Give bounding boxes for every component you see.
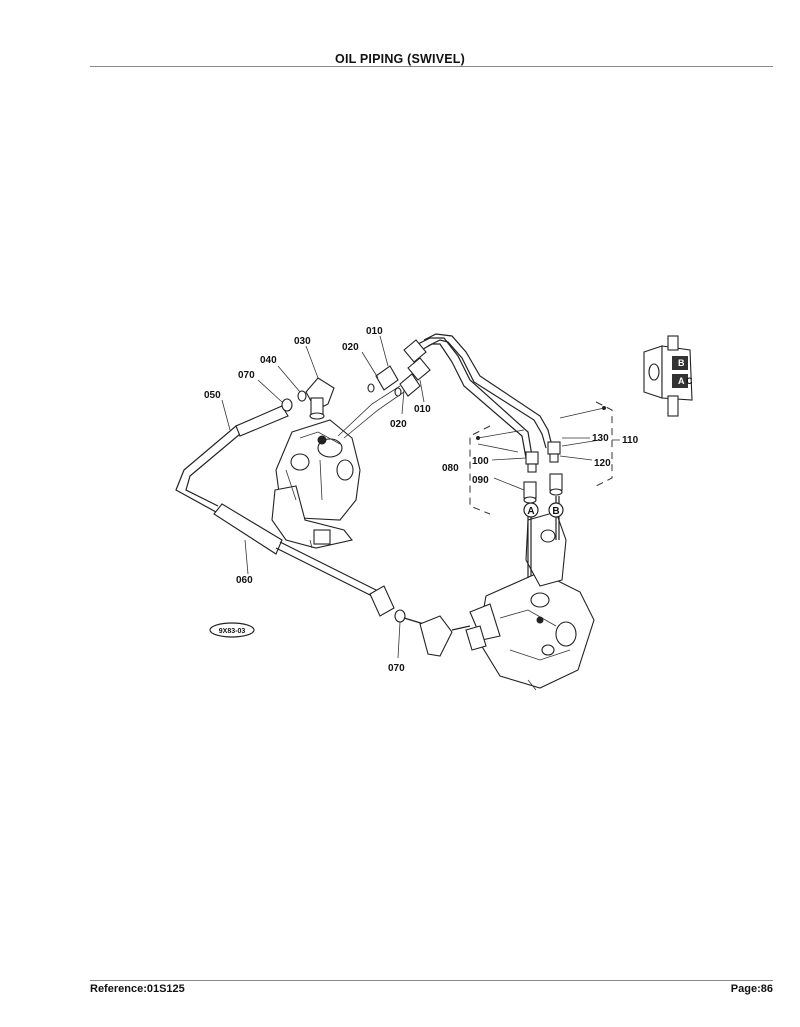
callout-leaders bbox=[221, 335, 620, 659]
hose-050 bbox=[175, 398, 293, 513]
callout-110: 110 bbox=[622, 435, 639, 446]
callout-060: 060 bbox=[236, 575, 253, 586]
port-marker-a: A bbox=[523, 502, 539, 518]
adaptor-100 bbox=[525, 451, 539, 473]
page-title: OIL PIPING (SWIVEL) bbox=[335, 52, 465, 66]
swivel-joint bbox=[271, 419, 361, 549]
footer-page-number: Page:86 bbox=[730, 983, 773, 995]
svg-text:B: B bbox=[552, 506, 559, 517]
callout-070-upper: 070 bbox=[238, 370, 255, 381]
footer-reference: Reference:01S125 bbox=[90, 983, 185, 995]
port-marker-b: B bbox=[548, 502, 564, 518]
svg-text:A: A bbox=[678, 376, 685, 386]
svg-text:A: A bbox=[527, 506, 534, 517]
valve-port-block bbox=[525, 511, 567, 587]
control-valve bbox=[465, 569, 595, 691]
group-bracket-080 bbox=[469, 425, 491, 515]
footer-rule bbox=[90, 980, 773, 981]
callout-080: 080 bbox=[442, 463, 459, 474]
callout-070-lower: 070 bbox=[388, 663, 405, 674]
adaptor-010-lower bbox=[394, 357, 431, 397]
header-rule bbox=[90, 66, 773, 67]
svg-text:C: C bbox=[686, 376, 693, 386]
pipe-to-swivel bbox=[337, 385, 405, 439]
inset-valve-detail: B A C bbox=[643, 335, 693, 417]
adaptor-010-upper bbox=[367, 339, 427, 393]
diagram-id-stamp: 9X83-03 bbox=[209, 622, 255, 638]
callout-050: 050 bbox=[204, 390, 221, 401]
elbow-fitting-030 bbox=[305, 377, 335, 420]
callout-020-lower: 020 bbox=[390, 419, 407, 430]
steel-pipe-a bbox=[413, 337, 533, 459]
callout-100: 100 bbox=[472, 456, 489, 467]
steel-pipe-b bbox=[423, 333, 553, 449]
callout-120: 120 bbox=[594, 458, 611, 469]
callout-030: 030 bbox=[294, 336, 311, 347]
svg-text:9X83-03: 9X83-03 bbox=[219, 628, 246, 635]
valve-elbow-fitting bbox=[419, 615, 471, 657]
callout-010-lower: 010 bbox=[414, 404, 431, 415]
group-bracket-110 bbox=[595, 401, 613, 487]
hose-060 bbox=[213, 503, 425, 625]
callout-130: 130 bbox=[592, 433, 609, 444]
adaptor-090 bbox=[523, 481, 537, 504]
callout-010-upper: 010 bbox=[366, 326, 383, 337]
adaptor-130 bbox=[547, 441, 561, 463]
callout-090: 090 bbox=[472, 475, 489, 486]
o-ring-040 bbox=[297, 390, 307, 402]
adaptor-120 bbox=[549, 473, 563, 496]
callout-020-upper: 020 bbox=[342, 342, 359, 353]
svg-text:B: B bbox=[678, 358, 685, 368]
callout-040: 040 bbox=[260, 355, 277, 366]
